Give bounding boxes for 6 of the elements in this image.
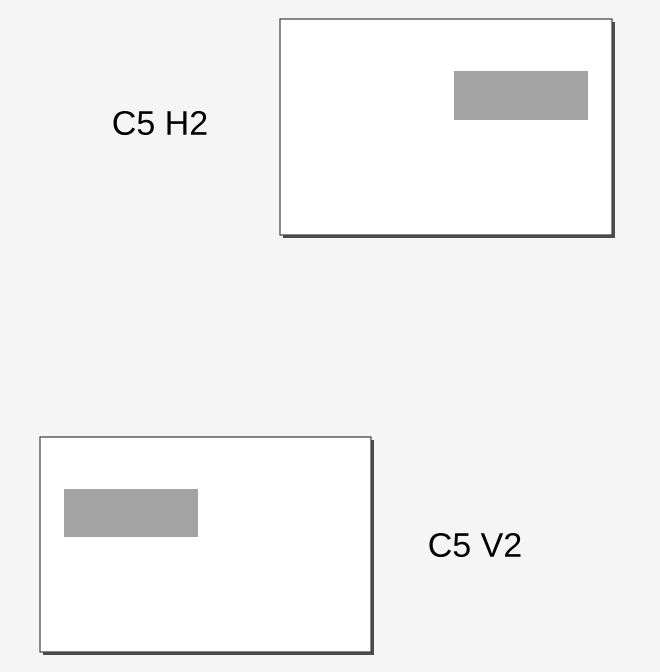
address-window [64,489,198,537]
envelope [39,436,374,655]
envelope [279,18,615,238]
address-window [454,71,588,120]
size-label: C5 H2 [114,110,206,136]
size-label: C5 V2 [429,532,520,558]
